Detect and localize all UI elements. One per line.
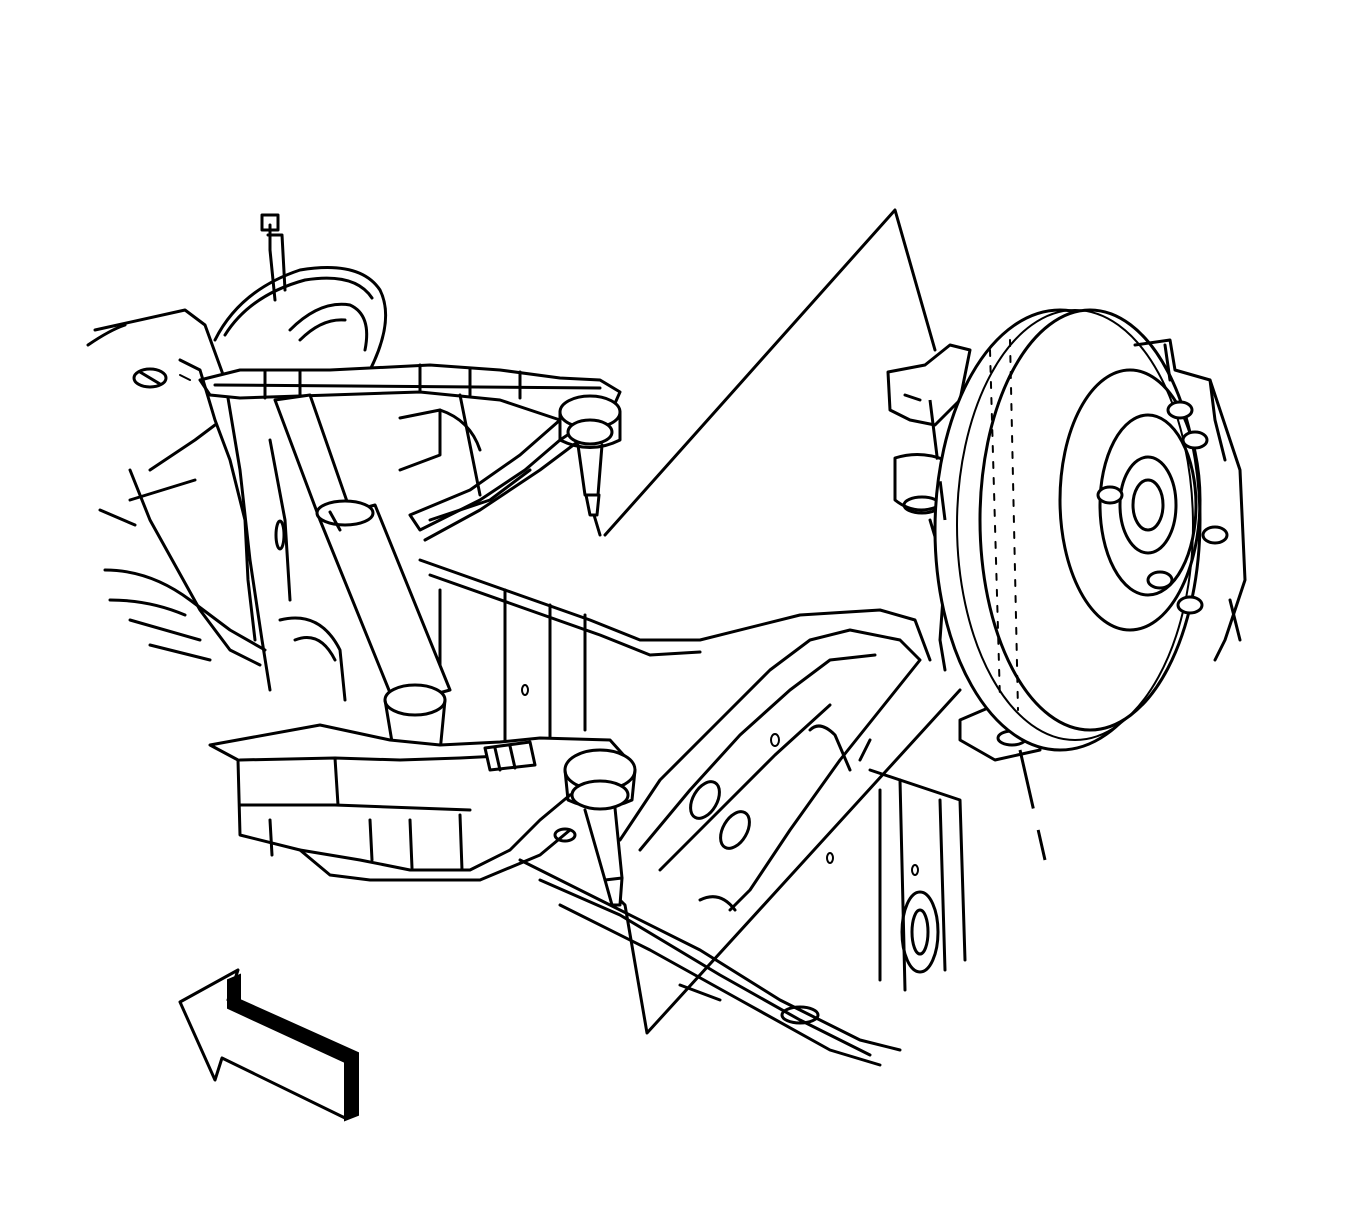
spring-seat [213,213,388,372]
caliper-bracket [1133,338,1247,662]
wheel-studs [1096,400,1229,615]
brake-rotor-hub [933,308,1247,752]
shock-absorber [273,393,452,762]
lower-control-arm [208,723,630,882]
callout-lines [603,208,1047,1035]
shock-mount-bracket [128,358,347,702]
crossmember [618,628,922,912]
lower-ball-joint [553,748,637,907]
frame-rail [86,308,967,1067]
vehicle-front-direction-arrow-icon [178,968,359,1122]
upper-control-arm [198,363,622,542]
upper-ball-joint [558,394,622,537]
